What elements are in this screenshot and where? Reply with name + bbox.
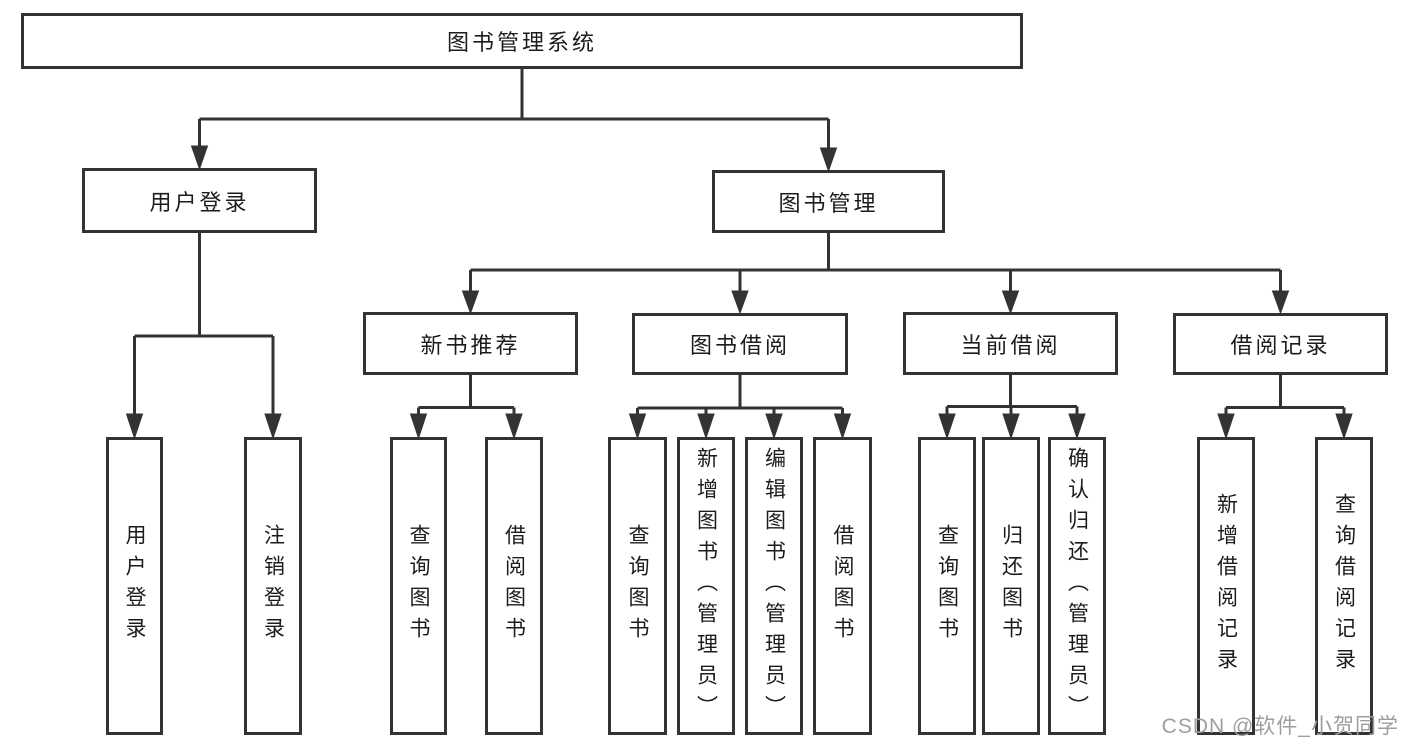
leaf-label: 注销登录 [261, 524, 285, 648]
leaf-current-confirm-return-admin: 确认归还（管理员） [1048, 437, 1106, 735]
node-label: 当前借阅 [960, 332, 1061, 358]
leaf-label: 查询借阅记录 [1332, 493, 1356, 679]
node-borrowing-records: 借阅记录 [1173, 313, 1388, 375]
edges-book-management [461, 233, 1290, 315]
leaf-label: 查询图书 [626, 524, 649, 648]
node-book-management: 图书管理 [712, 170, 945, 233]
node-label: 图书借阅 [689, 333, 790, 358]
node-label: 用户登录 [149, 189, 250, 215]
node-label: 借阅记录 [1230, 333, 1331, 358]
leaf-rec-borrow-books: 借阅图书 [485, 437, 543, 735]
leaf-borrow-add-books-admin: 新增图书（管理员） [677, 437, 735, 735]
leaf-label: 查询图书 [407, 524, 430, 648]
edges-borrowing-records [1217, 375, 1353, 440]
leaf-label: 确认归还（管理员） [1065, 446, 1089, 726]
leaf-borrow-borrow-books: 借阅图书 [813, 437, 872, 735]
leaf-borrow-edit-books-admin: 编辑图书（管理员） [745, 437, 803, 735]
leaf-borrow-query-books: 查询图书 [608, 437, 667, 735]
leaf-label: 查询图书 [935, 524, 959, 648]
leaf-label: 编辑图书（管理员） [762, 446, 786, 726]
edges-user-login [125, 233, 282, 440]
leaf-label: 新增借阅记录 [1214, 493, 1238, 679]
leaf-current-return-books: 归还图书 [982, 437, 1040, 735]
node-label: 图书管理 [778, 190, 879, 216]
node-root: 图书管理系统 [21, 13, 1023, 69]
edges-book-borrowing [628, 375, 852, 440]
leaf-label: 归还图书 [999, 524, 1023, 648]
leaf-record-query-record: 查询借阅记录 [1315, 437, 1373, 735]
node-current-borrowing: 当前借阅 [903, 312, 1118, 375]
leaf-user-login: 用户登录 [106, 437, 163, 735]
edges-new-book-recommend [409, 375, 523, 440]
node-label: 图书管理系统 [446, 30, 597, 55]
node-book-borrowing: 图书借阅 [632, 313, 848, 375]
watermark-text: CSDN @软件_小贺同学 [1161, 715, 1399, 738]
edges-root [190, 69, 838, 173]
node-new-book-recommend: 新书推荐 [363, 312, 578, 375]
leaf-label: 借阅图书 [502, 524, 526, 648]
leaf-current-query-books: 查询图书 [918, 437, 976, 735]
node-user-login: 用户登录 [82, 168, 317, 233]
leaf-logout: 注销登录 [244, 437, 302, 735]
leaf-record-add-record: 新增借阅记录 [1197, 437, 1255, 735]
leaf-label: 新增图书（管理员） [694, 446, 718, 726]
node-label: 新书推荐 [420, 332, 521, 358]
edges-current-borrowing [938, 375, 1086, 440]
leaf-rec-query-books: 查询图书 [390, 437, 447, 735]
leaf-label: 借阅图书 [831, 524, 854, 648]
leaf-label: 用户登录 [123, 524, 146, 648]
